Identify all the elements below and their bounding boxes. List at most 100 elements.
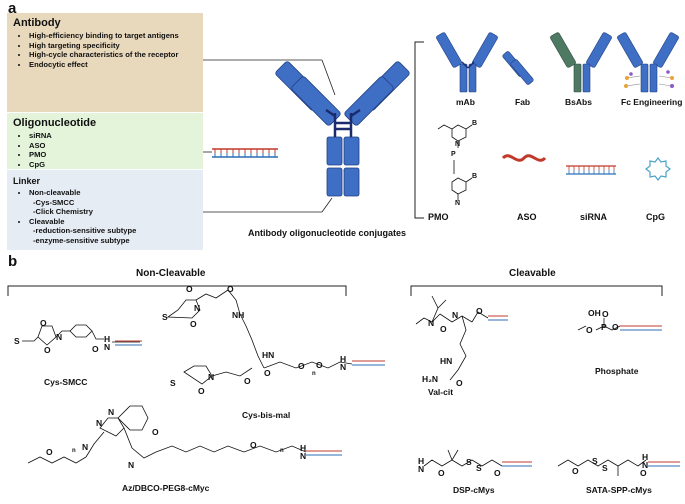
val-cit-structure [415, 295, 489, 381]
fab-label: Fab [515, 97, 531, 107]
atom-o: O [190, 319, 197, 329]
sirna-label: siRNA [580, 212, 608, 222]
atom-h2n: H₂N [422, 374, 439, 384]
atom-n: N [340, 362, 347, 372]
pmo-atom-b: B [472, 120, 478, 127]
linker-item: Cleavable [29, 217, 203, 227]
oligo-item: ASO [29, 141, 203, 151]
bsabs-label: BsAbs [565, 97, 592, 107]
atom-n-sub: n [72, 448, 76, 454]
atom-o: O [227, 284, 234, 294]
atom-o: O [264, 368, 271, 378]
oligo-item: CpG [29, 160, 203, 170]
val-cit-oligo [488, 315, 508, 321]
antibody-feature: High-efficiency binding to target antige… [29, 31, 203, 41]
atom-o: O [476, 306, 483, 316]
phosphate-oligo [620, 325, 662, 331]
linker-item: Non-cleavable [29, 188, 203, 198]
atom-s: S [602, 463, 608, 473]
cpg-label: CpG [646, 212, 665, 222]
atom-o: O [640, 468, 647, 478]
atom-n-sub: n [280, 448, 284, 454]
atom-n: N [208, 372, 215, 382]
compound-sata-spp-cmys: SATA-SPP-cMys [586, 485, 652, 495]
atom-n: N [194, 303, 201, 313]
atom-o: O [438, 468, 445, 478]
aso-strand-icon [501, 154, 547, 162]
dsp-structure [423, 449, 503, 467]
atom-s: S [170, 378, 176, 388]
cys-bis-mal-structure [166, 289, 353, 385]
linker-subitem: -reduction-sensitive subtype [33, 226, 137, 236]
atom-o: O [152, 427, 159, 437]
compound-dsp-cmys: DSP-cMys [453, 485, 495, 495]
atom-o: O [44, 345, 51, 355]
connector-lines [203, 59, 336, 213]
compound-val-cit: Val-cit [428, 387, 454, 397]
atom-s: S [466, 457, 472, 467]
linker-box: Linker Non-cleavable -Cys-SMCC -Click Ch… [7, 170, 203, 250]
antibody-icon [275, 61, 410, 197]
panel-b-letter: b [8, 253, 18, 270]
atom-p: P [601, 322, 607, 332]
panel-a-letter: a [8, 0, 17, 17]
non-cleavable-heading: Non-Cleavable [136, 268, 206, 279]
atom-h: H [340, 354, 347, 364]
atom-n: N [128, 460, 135, 470]
pmo-atom-p: P [451, 151, 456, 158]
antibody-box-title: Antibody [13, 17, 61, 29]
antibody-box: Antibody High-efficiency binding to targ… [7, 13, 203, 112]
atom-o: O [572, 466, 579, 476]
oligo-duplex-icon [212, 148, 278, 158]
pmo-label: PMO [428, 212, 449, 222]
atom-h: H [418, 456, 425, 466]
cys-bis-mal-oligo [352, 360, 385, 366]
bracket [414, 41, 424, 219]
atom-o: O [440, 324, 447, 334]
aso-label: ASO [517, 212, 537, 222]
pmo-structure [437, 124, 473, 201]
atom-o: O [602, 309, 609, 319]
non-cleavable-bracket [7, 285, 347, 296]
pmo-atom-b: B [472, 173, 478, 180]
atom-n: N [418, 464, 425, 474]
pmo-atom-n: N [455, 200, 461, 207]
cys-smcc-structure [22, 324, 140, 346]
cleavable-bracket [410, 285, 663, 296]
atom-o: O [40, 318, 47, 328]
atom-n: N [56, 332, 63, 342]
atom-n: N [300, 451, 307, 461]
atom-o: O [46, 447, 53, 457]
sirna-icon [566, 165, 616, 175]
sata-structure [557, 459, 647, 476]
atom-o: O [612, 322, 619, 332]
fc-engineering-label: Fc Engineering [621, 97, 683, 107]
antibody-feature: High targeting specificity [29, 41, 203, 51]
cys-smcc-oligo [115, 340, 142, 346]
atom-o: O [456, 378, 463, 388]
atom-o: O [186, 284, 193, 294]
linker-subitem: -Cys-SMCC [33, 197, 75, 207]
mab-label: mAb [456, 97, 475, 107]
atom-s: S [592, 456, 598, 466]
az-dbco-oligo [306, 450, 342, 456]
atom-s: S [162, 312, 168, 322]
compound-cys-smcc: Cys-SMCC [44, 377, 88, 387]
cleavable-heading: Cleavable [509, 268, 556, 279]
atom-n: N [96, 418, 103, 428]
dsp-oligo [502, 461, 532, 467]
atom-n-sub: n [312, 371, 316, 377]
atom-o: O [494, 468, 501, 478]
linker-box-title: Linker [13, 176, 41, 186]
atom-h: H [642, 452, 649, 462]
phosphate-structure [577, 318, 621, 331]
linker-subitem: -enzyme-sensitive subtype [33, 235, 130, 245]
sata-oligo [648, 461, 680, 467]
atom-s: S [14, 336, 20, 346]
conjugate-caption: Antibody oligonucleotide conjugates [248, 228, 407, 238]
atom-n: N [642, 460, 649, 470]
atom-nh: NH [232, 310, 245, 320]
compound-phosphate: Phosphate [595, 366, 639, 376]
mab-icon [436, 32, 498, 93]
